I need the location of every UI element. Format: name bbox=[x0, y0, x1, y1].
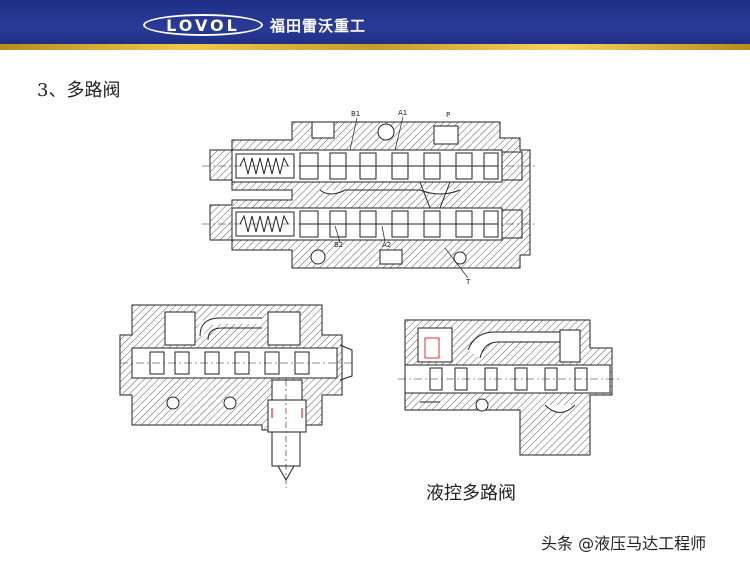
gold-stripe bbox=[0, 44, 750, 50]
label-t: T bbox=[465, 278, 471, 286]
right-valve-drawing bbox=[398, 319, 620, 456]
left-valve-drawing bbox=[119, 304, 353, 488]
label-b1: B1 bbox=[351, 110, 360, 118]
label-a1: A1 bbox=[398, 109, 407, 117]
slide-title: 3、多路阀 bbox=[37, 80, 121, 101]
label-a2: A2 bbox=[382, 241, 391, 249]
lovol-logo: LOVOL bbox=[143, 14, 263, 36]
top-valve-drawing bbox=[202, 116, 536, 279]
company-name: 福田雷沃重工 bbox=[270, 17, 367, 35]
figure-caption: 液控多路阀 bbox=[426, 483, 516, 504]
watermark: 头条 @液压马达工程师 bbox=[541, 534, 707, 553]
header-bar: LOVOL 福田雷沃重工 bbox=[0, 0, 750, 50]
label-b2: B2 bbox=[334, 241, 343, 249]
label-p: P bbox=[446, 111, 450, 119]
logo-mark-text: LOVOL bbox=[166, 15, 240, 35]
